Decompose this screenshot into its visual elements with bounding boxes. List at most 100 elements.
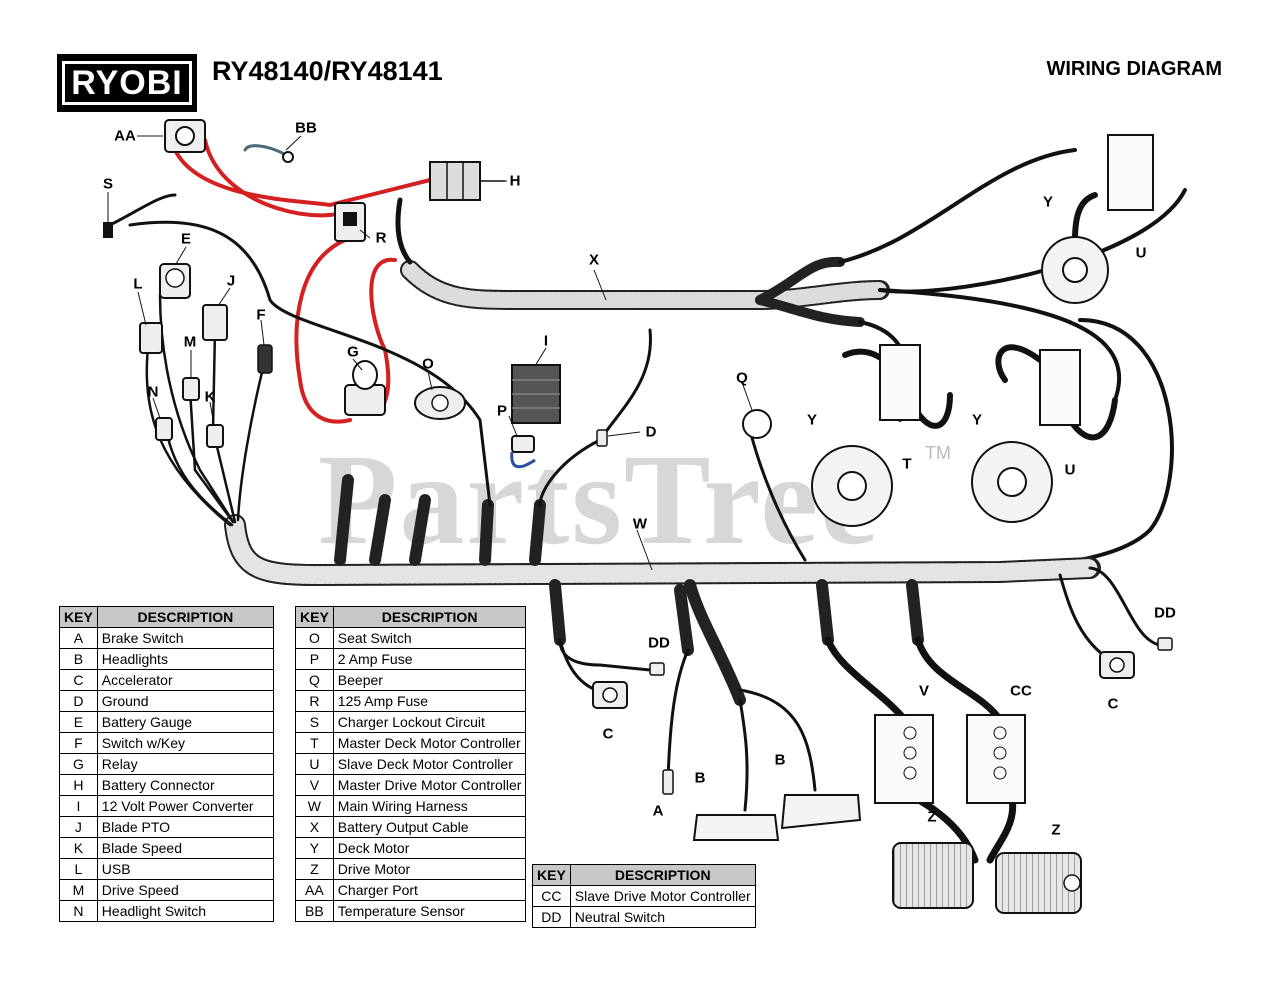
accelerator-left: [592, 681, 628, 709]
slave-deck-controller-right: [1039, 349, 1081, 426]
description-cell: Master Deck Motor Controller: [332, 732, 527, 754]
description-cell: Slave Deck Motor Controller: [332, 753, 527, 775]
leader-lines: [107, 135, 753, 571]
usb-port: [139, 322, 163, 354]
callout-u-right: U: [1064, 461, 1076, 479]
description-cell: Accelerator: [96, 669, 275, 691]
callout-t: T: [902, 455, 912, 473]
callout-c-left: C: [602, 725, 614, 743]
battery-connector: [429, 161, 505, 201]
callout-g: G: [347, 343, 359, 361]
neutral-switch-right: [1157, 637, 1173, 651]
main-wiring-harness: [224, 474, 1101, 706]
key-cell: O: [295, 627, 334, 649]
key-cell: P: [295, 648, 334, 670]
key-cell: Q: [295, 669, 334, 691]
callout-f: F: [256, 306, 266, 324]
key-cell: U: [295, 753, 334, 775]
key-cell: L: [59, 858, 98, 880]
key-header: KEY: [532, 864, 571, 886]
description-header: DESCRIPTION: [569, 864, 756, 886]
slave-deck-controller-top: [1107, 134, 1154, 211]
headlight-right: [780, 794, 862, 830]
key-cell: T: [295, 732, 334, 754]
description-cell: Main Wiring Harness: [332, 795, 527, 817]
master-drive-controller: [874, 714, 934, 804]
callout-y-right: Y: [971, 411, 983, 429]
fuse-125-amp: [334, 202, 366, 242]
key-cell: DD: [532, 906, 571, 928]
key-cell: H: [59, 774, 98, 796]
callout-i: I: [543, 332, 549, 350]
callout-b-right: B: [774, 751, 786, 769]
page-title: WIRING DIAGRAM: [1046, 58, 1222, 80]
callout-dd-left: DD: [648, 634, 670, 652]
description-cell: 125 Amp Fuse: [332, 690, 527, 712]
master-deck-controller: [879, 344, 921, 421]
callout-h: H: [509, 172, 521, 190]
key-cell: F: [59, 732, 98, 754]
power-converter-12v: [511, 364, 561, 424]
callout-aa: AA: [114, 127, 136, 145]
callout-y-top: Y: [1042, 193, 1054, 211]
slave-drive-controller: [966, 714, 1026, 804]
callout-m: M: [183, 333, 197, 351]
blade-speed: [206, 424, 224, 448]
callout-cc: CC: [1010, 682, 1032, 700]
description-cell: Seat Switch: [332, 627, 527, 649]
temperature-sensor: [282, 151, 294, 163]
key-cell: K: [59, 837, 98, 859]
key-cell: J: [59, 816, 98, 838]
key-cell: X: [295, 816, 334, 838]
headlight-left: [692, 814, 780, 841]
charger-lockout-circuit: [103, 222, 113, 238]
callout-b-left: B: [694, 769, 706, 787]
description-header: DESCRIPTION: [96, 606, 275, 628]
blade-pto: [202, 304, 228, 341]
callout-v: V: [918, 682, 930, 700]
wires: [108, 138, 1162, 864]
drive-speed: [182, 377, 200, 401]
description-cell: Blade PTO: [96, 816, 275, 838]
seat-switch: [414, 386, 466, 420]
description-cell: Blade Speed: [96, 837, 275, 859]
description-cell: Drive Motor: [332, 858, 527, 880]
key-cell: N: [59, 900, 98, 922]
beeper: [742, 409, 772, 439]
key-cell: Y: [295, 837, 334, 859]
description-cell: USB: [96, 858, 275, 880]
drive-motor-right: [995, 852, 1082, 914]
headlight-switch: [155, 417, 173, 441]
key-cell: W: [295, 795, 334, 817]
ryobi-logo: RYOBI: [57, 54, 197, 112]
key-cell: CC: [532, 885, 571, 907]
key-cell: C: [59, 669, 98, 691]
description-cell: Slave Drive Motor Controller: [569, 885, 756, 907]
description-cell: Neutral Switch: [569, 906, 756, 928]
switch-with-key: [257, 344, 273, 374]
description-cell: Headlights: [96, 648, 275, 670]
description-cell: Battery Gauge: [96, 711, 275, 733]
callout-s: S: [102, 175, 114, 193]
callout-e: E: [180, 230, 192, 248]
